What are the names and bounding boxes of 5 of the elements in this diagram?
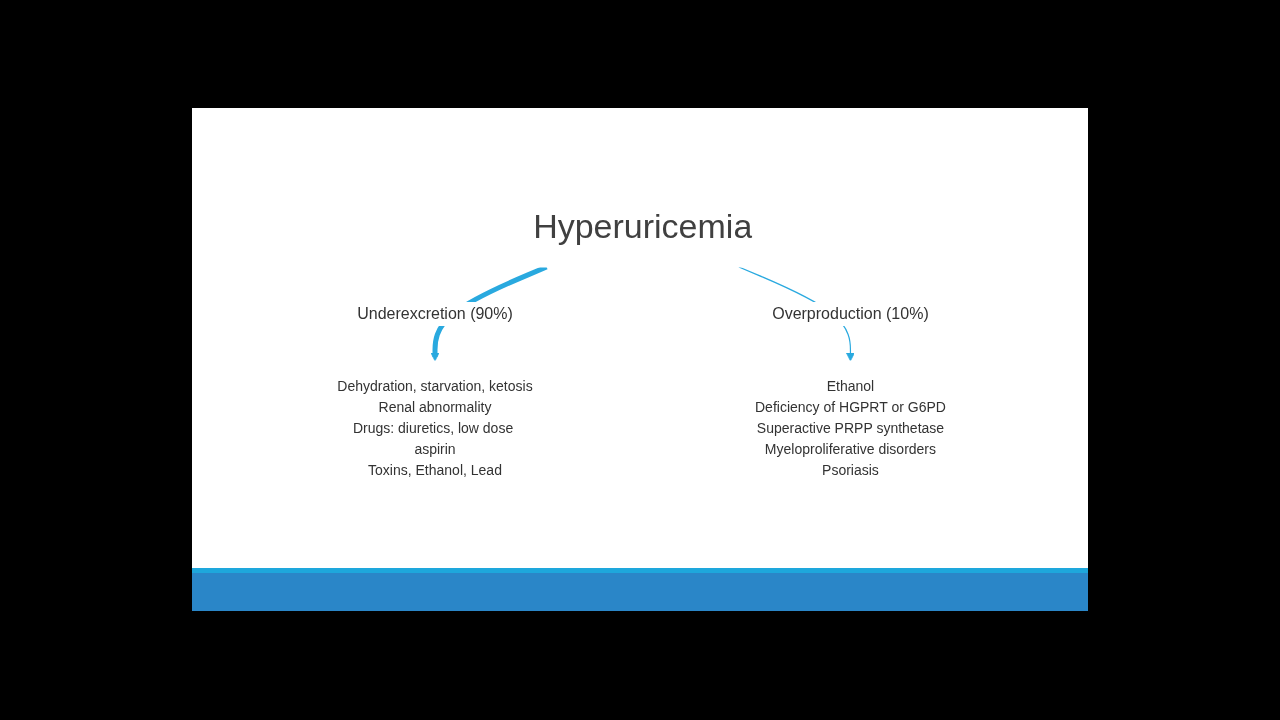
- edge-label: Underexcretion (90%): [356, 304, 513, 322]
- node-text: Dehydration, starvation, ketosis Renal abnormality Drugs: diuretics, low dose aspirin Toxins, Ethanol, Lead: [336, 377, 533, 478]
- edge-label: Overproduction (10%): [771, 304, 929, 322]
- node-text: Ethanol Deficiency of HGPRT or G6PD Superactive PRPP synthetase Myeloproliferative disorders Psoriasis: [754, 377, 946, 478]
- node-text: Hyperuricemia: [532, 206, 752, 245]
